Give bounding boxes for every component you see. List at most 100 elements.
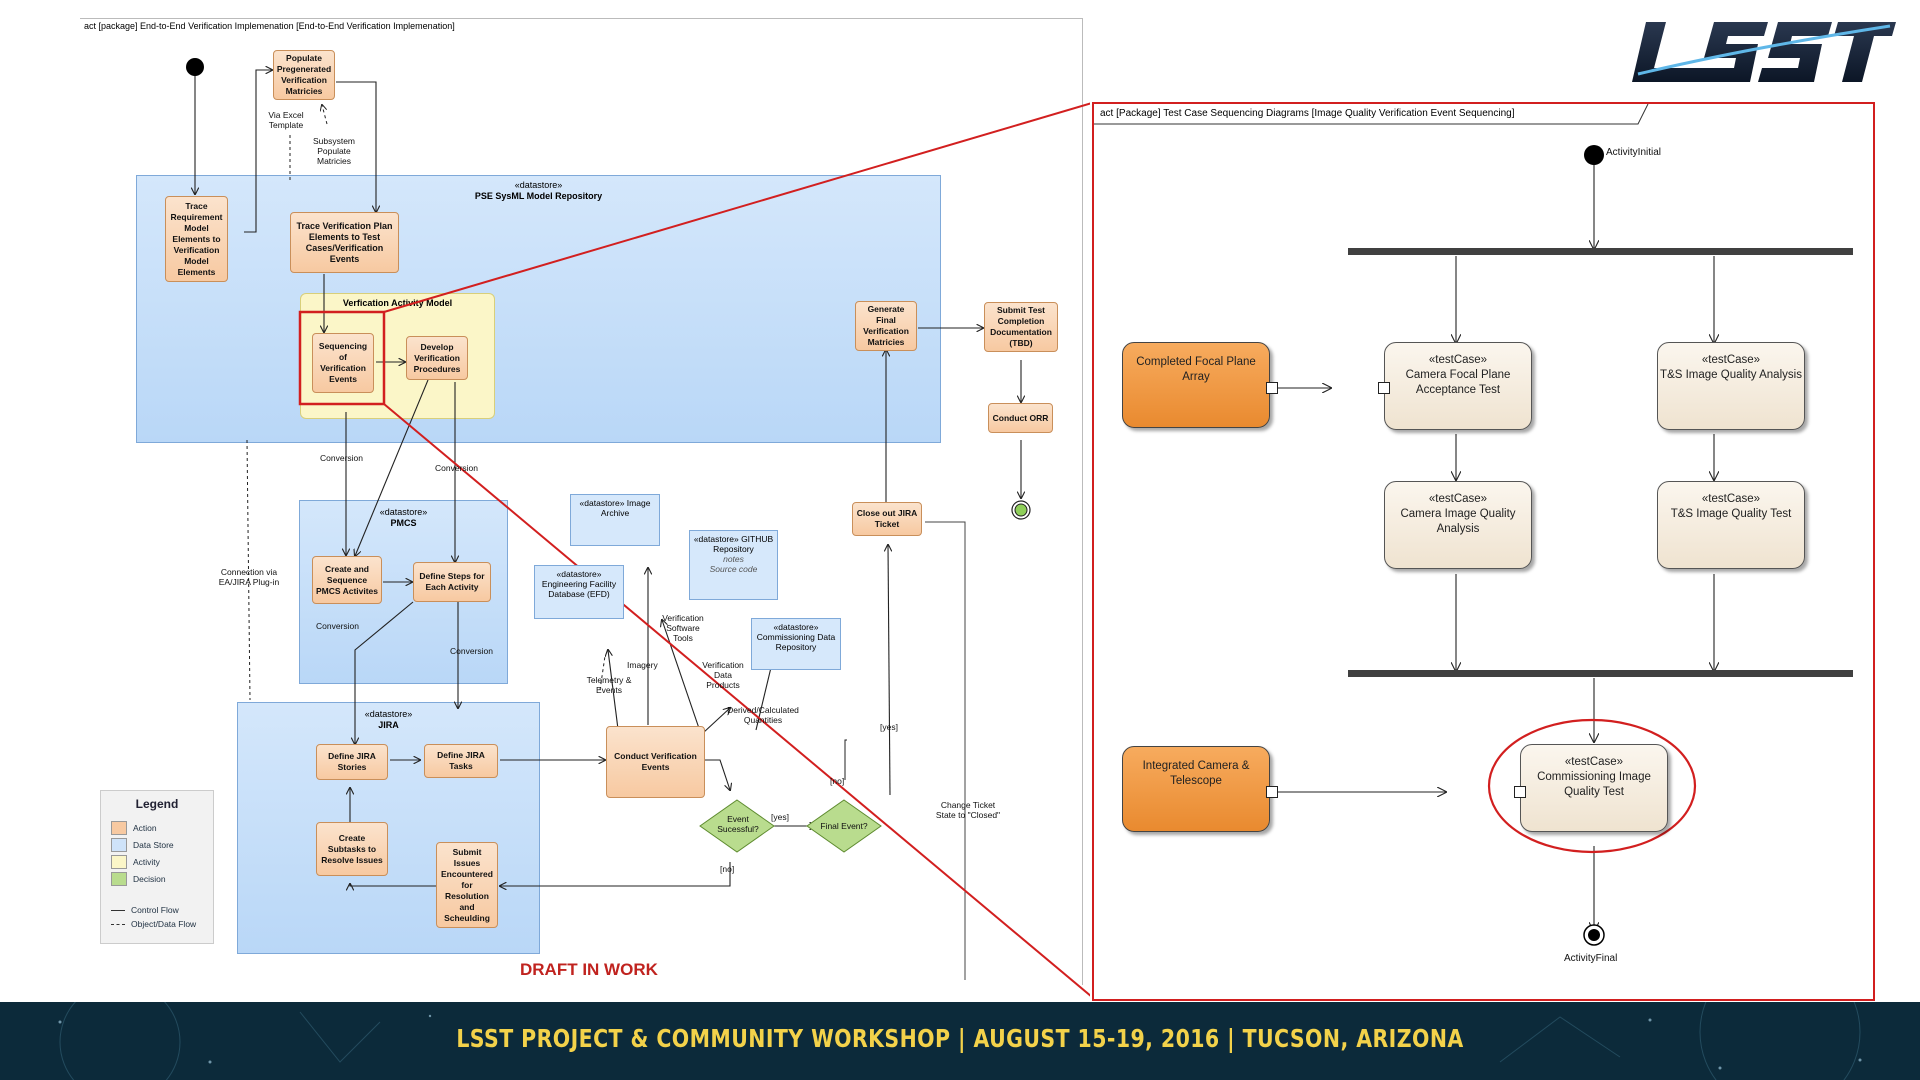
right-diagram-panel: act [Package] Test Case Sequencing Diagr… (1092, 102, 1875, 1001)
commissioning-highlight (1487, 718, 1697, 854)
activity-initial-label: ActivityInitial (1606, 147, 1662, 158)
testcase-camera-focal-plane[interactable]: «testCase» Camera Focal Plane Acceptance… (1384, 342, 1532, 430)
pmcs-stereotype: «datastore» (379, 507, 428, 517)
jira-stereotype: «datastore» (364, 709, 413, 719)
legend-title: Legend (135, 797, 179, 811)
action-define-jira-stories[interactable]: Define JIRA Stories (316, 744, 388, 780)
tc-stereotype: «testCase» (1428, 493, 1488, 505)
lsst-logo (1632, 22, 1896, 82)
action-generate-matricies[interactable]: Generate Final Verification Matricies (855, 301, 917, 351)
footer-banner: LSST PROJECT & COMMUNITY WORKSHOP | AUGU… (0, 1002, 1920, 1080)
left-connectors (186, 58, 1090, 997)
label-yes-2: [yes] (880, 722, 898, 732)
legend-activity: Activity (133, 857, 160, 867)
action-submit-test-docs[interactable]: Submit Test Completion Documentation (TB… (984, 302, 1058, 352)
camera-focal-input-pin (1378, 382, 1390, 394)
pse-name: PSE SysML Model Repository (474, 191, 603, 201)
right-initial-node (1584, 145, 1604, 165)
activity-final-label: ActivityFinal (1564, 953, 1618, 964)
tc-camera-iq-label: Camera Image Quality Analysis (1400, 508, 1516, 535)
action-close-jira-ticket[interactable]: Close out JIRA Ticket (852, 502, 922, 536)
action-trace-requirement[interactable]: Trace Requirement Model Elements to Veri… (165, 196, 228, 282)
testcase-commissioning-image-quality[interactable]: «testCase» Commissioning Image Quality T… (1520, 744, 1668, 832)
label-conversion-1: Conversion (320, 453, 363, 463)
label-via-excel: Via Excel Template (268, 110, 304, 130)
tc-camera-focal-label: Camera Focal Plane Acceptance Test (1405, 369, 1511, 396)
integrated-camera-output-pin (1266, 786, 1278, 798)
decision-event-success (699, 799, 775, 853)
testcase-camera-image-quality[interactable]: «testCase» Camera Image Quality Analysis (1384, 481, 1532, 569)
tc-ts-analysis-label: T&S Image Quality Analysis (1660, 369, 1802, 381)
tc-commissioning-label: Commissioning Image Quality Test (1537, 771, 1651, 798)
right-frame-title: act [Package] Test Case Sequencing Diagr… (1100, 108, 1515, 119)
datastore-github[interactable]: «datastore» GITHUB Repository notes Sour… (689, 530, 778, 600)
join-bar (1348, 670, 1853, 677)
action-create-sequence-pmcs[interactable]: Create and Sequence PMCS Activites (312, 556, 382, 604)
action-submit-issues[interactable]: Submit Issues Encountered for Resolution… (436, 842, 498, 928)
left-frame-title: act [package] End-to-End Verification Im… (84, 21, 455, 31)
github-notes: notes (723, 554, 744, 564)
action-conduct-verification-events[interactable]: Conduct Verification Events (606, 726, 705, 798)
ext-completed-focal-plane[interactable]: Completed Focal Plane Array (1122, 342, 1270, 428)
pse-stereotype: «datastore» (514, 180, 563, 190)
legend-control-flow: Control Flow (131, 905, 179, 915)
action-populate-matricies[interactable]: Populate Pregenerated Verification Matri… (273, 50, 335, 100)
datastore-image-archive[interactable]: «datastore» Image Archive (570, 494, 660, 546)
label-imagery: Imagery (627, 660, 658, 670)
legend-decision: Decision (133, 874, 166, 884)
tc-stereotype: «testCase» (1428, 354, 1488, 366)
tc-stereotype: «testCase» (1701, 493, 1761, 505)
label-derived-quantities: Derived/Calculated Quantities (727, 705, 799, 725)
left-initial-node (186, 58, 204, 76)
pmcs-name: PMCS (390, 518, 417, 528)
datastore-efd[interactable]: «datastore» Engineering Facility Databas… (534, 565, 624, 619)
legend: Legend Action Data Store Activity Decisi… (100, 790, 214, 944)
jira-name: JIRA (378, 720, 399, 730)
datastore-commissioning[interactable]: «datastore» Commissioning Data Repositor… (751, 618, 841, 670)
testcase-ts-image-quality-test[interactable]: «testCase» T&S Image Quality Test (1657, 481, 1805, 569)
footer-pattern (58, 1002, 1862, 1080)
decision-final-event (806, 799, 882, 853)
action-conduct-orr[interactable]: Conduct ORR (988, 403, 1053, 433)
label-telemetry: Telemetry & Events (586, 675, 632, 695)
draft-label: DRAFT IN WORK (520, 960, 658, 979)
tc-stereotype: «testCase» (1701, 354, 1761, 366)
label-no-2: [no] (720, 864, 735, 874)
ext-integrated-camera-telescope[interactable]: Integrated Camera & Telescope (1122, 746, 1270, 832)
decision-final-event-label: Final Event? (820, 821, 868, 831)
decision-event-success-label: Event Sucessful? (717, 814, 759, 834)
label-conversion-4: Conversion (450, 646, 493, 656)
action-define-jira-tasks[interactable]: Define JIRA Tasks (424, 744, 498, 778)
left-diagram-frame (80, 18, 1083, 985)
legend-action-swatch (111, 821, 127, 835)
sequencing-highlight (298, 310, 386, 406)
label-verification-tools: Verification Software Tools (662, 613, 704, 643)
action-define-steps[interactable]: Define Steps for Each Activity (413, 562, 491, 602)
action-sequencing-events[interactable]: Sequencing of Verification Events (312, 333, 374, 393)
fork-bar (1348, 248, 1853, 255)
legend-datastore: Data Store (133, 840, 174, 850)
right-connectors (1094, 104, 1873, 946)
label-conversion-2: Conversion (435, 463, 478, 473)
footer-text: LSST PROJECT & COMMUNITY WORKSHOP | AUGU… (456, 1024, 1464, 1053)
label-subsystem-populate: Subsystem Populate Matricies (312, 136, 356, 166)
legend-action: Action (133, 823, 157, 833)
legend-object-flow: Object/Data Flow (131, 919, 197, 929)
commissioning-input-pin (1514, 786, 1526, 798)
tc-stereotype: «testCase» (1564, 756, 1624, 768)
action-develop-procedures[interactable]: Develop Verification Procedures (406, 336, 468, 380)
label-verification-products: Verification Data Products (702, 660, 744, 690)
action-trace-verification-plan[interactable]: Trace Verification Plan Elements to Test… (290, 212, 399, 273)
legend-datastore-swatch (111, 838, 127, 852)
label-no-1: [no] (830, 776, 845, 786)
tc-ts-test-label: T&S Image Quality Test (1670, 508, 1792, 520)
label-conversion-3: Conversion (316, 621, 359, 631)
focal-plane-output-pin (1266, 382, 1278, 394)
legend-activity-swatch (111, 855, 127, 869)
testcase-ts-image-quality-analysis[interactable]: «testCase» T&S Image Quality Analysis (1657, 342, 1805, 430)
label-yes-1: [yes] (771, 812, 789, 822)
pse-datastore[interactable]: «datastore»PSE SysML Model Repository (136, 175, 941, 443)
github-title: «datastore» GITHUB Repository (693, 534, 774, 554)
action-create-subtasks[interactable]: Create Subtasks to Resolve Issues (316, 822, 388, 876)
label-connection-plugin: Connection via EA/JIRA Plug-in (218, 567, 280, 587)
